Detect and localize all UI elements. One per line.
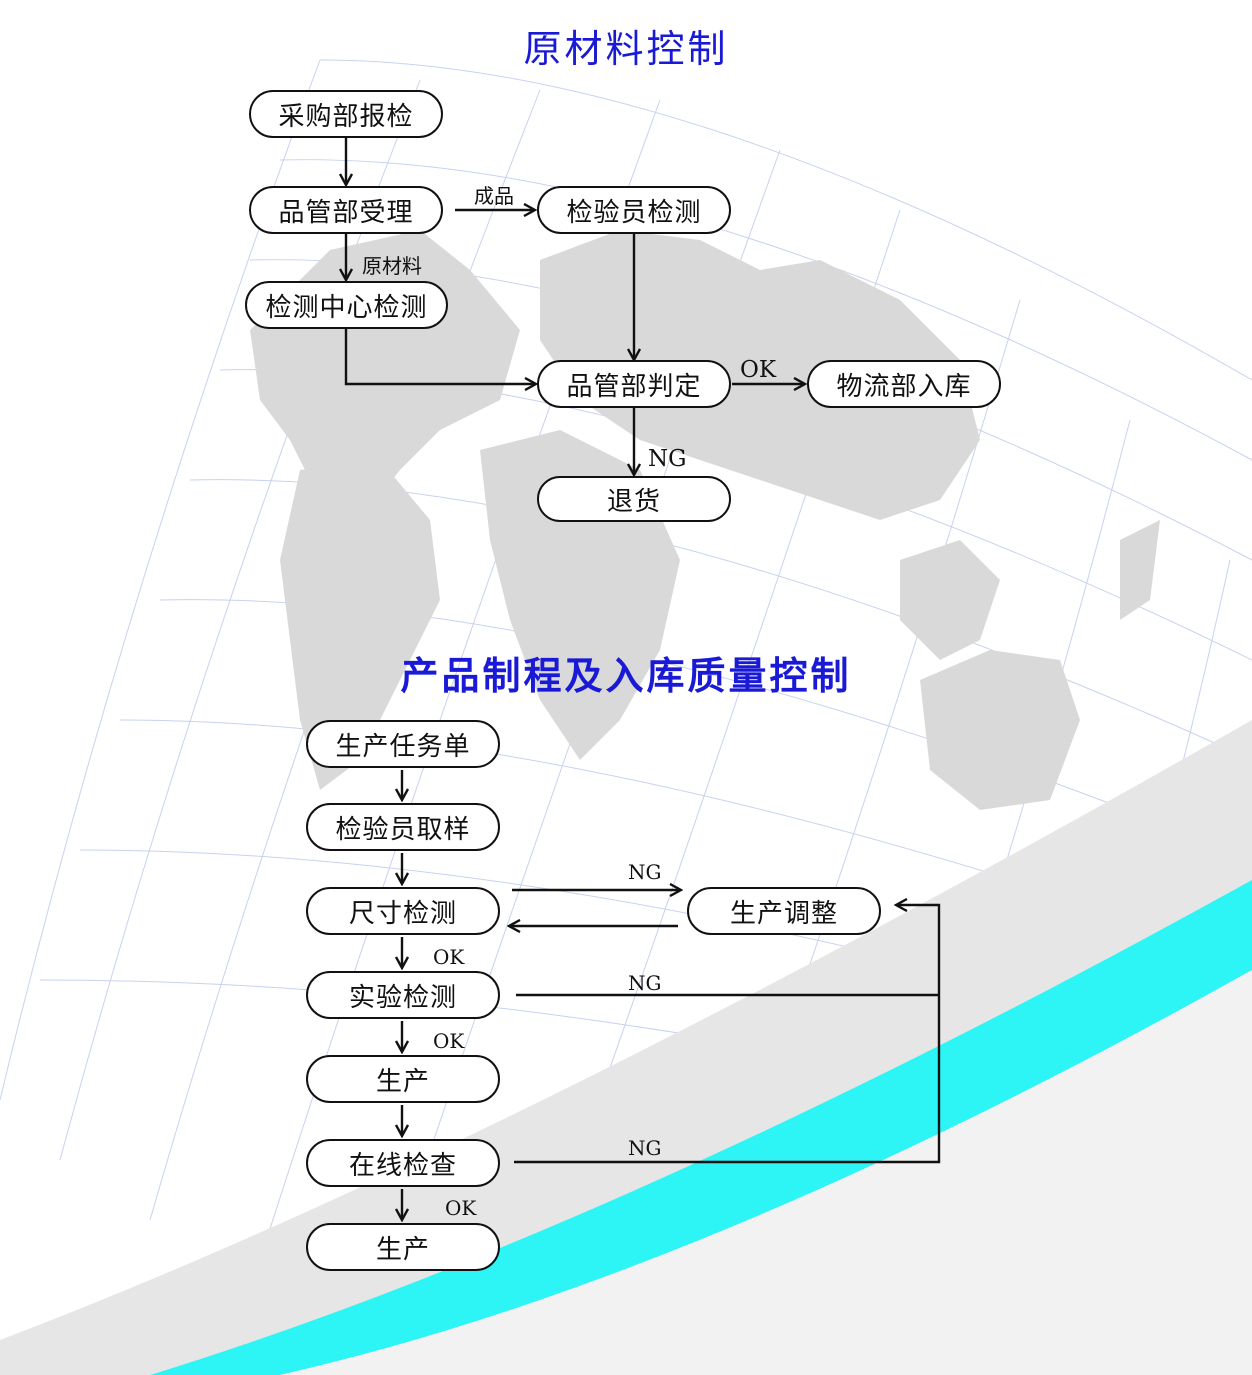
label-ok-online: OK <box>445 1196 477 1220</box>
node-size-check: 尺寸检测 <box>306 887 500 935</box>
node-production-2: 生产 <box>306 1223 500 1271</box>
label-ok-raw: OK <box>740 357 777 383</box>
node-online-check: 在线检查 <box>306 1139 500 1187</box>
node-qc-judge: 品管部判定 <box>537 360 731 408</box>
node-logistics-storage: 物流部入库 <box>807 360 1001 408</box>
label-raw-material: 原材料 <box>362 254 422 278</box>
label-finished: 成品 <box>474 184 514 208</box>
gray-swoosh <box>0 720 1252 1375</box>
node-qc-accept: 品管部受理 <box>249 186 443 234</box>
raw-material-title: 原材料控制 <box>523 27 729 71</box>
node-production-adjust: 生产调整 <box>687 887 881 935</box>
node-lab-check: 实验检测 <box>306 971 500 1019</box>
node-inspector-sampling: 检验员取样 <box>306 803 500 851</box>
node-production-1: 生产 <box>306 1055 500 1103</box>
label-ng-lab: NG <box>628 971 662 995</box>
label-ng-size: NG <box>628 860 662 884</box>
label-ok-lab: OK <box>433 1029 465 1053</box>
node-return: 退货 <box>537 476 731 522</box>
label-ng-raw: NG <box>648 446 687 472</box>
product-process-title: 产品制程及入库质量控制 <box>400 653 852 698</box>
node-purchase-inspection: 采购部报检 <box>249 90 443 138</box>
label-ng-online: NG <box>628 1136 662 1160</box>
label-ok-size: OK <box>433 945 465 969</box>
light-swoosh <box>280 970 1252 1375</box>
node-test-center: 检测中心检测 <box>245 281 448 329</box>
node-inspector-test: 检验员检测 <box>537 186 731 234</box>
node-production-order: 生产任务单 <box>306 720 500 768</box>
